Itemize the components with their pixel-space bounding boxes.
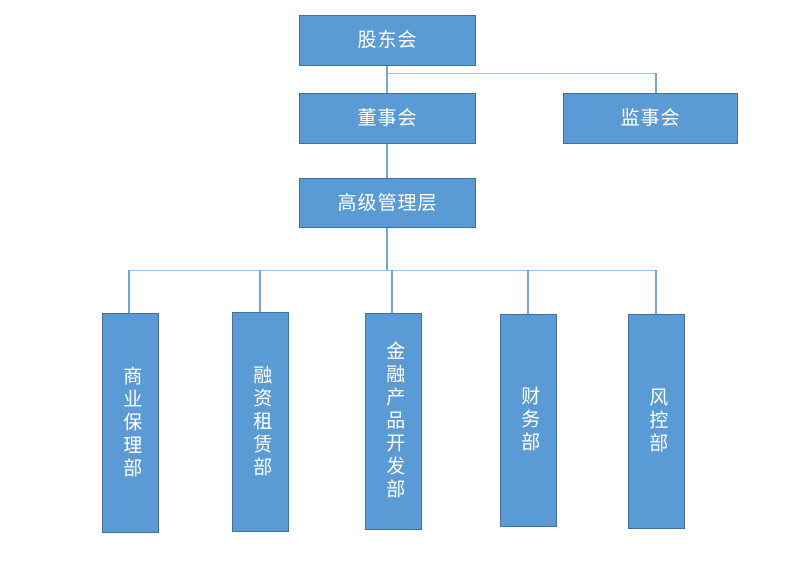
connector-to-finance xyxy=(527,270,529,314)
connector-directors-to-management xyxy=(386,144,388,178)
connector-management-stub xyxy=(386,228,388,270)
connector-to-financial-leasing xyxy=(259,270,261,312)
node-financial-leasing[interactable]: 融资租赁部 xyxy=(232,312,289,532)
connector-to-financial-product-development xyxy=(391,270,393,313)
node-commercial-factoring[interactable]: 商业保理部 xyxy=(102,313,159,533)
node-board-of-supervisors[interactable]: 监事会 xyxy=(563,93,738,144)
node-senior-management[interactable]: 高级管理层 xyxy=(299,178,476,228)
node-risk-control[interactable]: 风控部 xyxy=(628,314,685,529)
node-finance[interactable]: 财务部 xyxy=(500,314,557,527)
connector-level1-split-bar xyxy=(386,73,657,74)
node-board-of-directors[interactable]: 董事会 xyxy=(299,93,476,144)
connector-shareholders-stub xyxy=(386,66,388,74)
connector-to-commercial-factoring xyxy=(128,270,130,313)
connector-to-risk-control xyxy=(655,270,657,314)
node-financial-product-development[interactable]: 金融产品开发部 xyxy=(365,313,422,530)
connector-to-board-of-supervisors xyxy=(655,73,657,93)
node-shareholders[interactable]: 股东会 xyxy=(299,15,476,66)
connector-departments-distribution-bar xyxy=(128,270,658,271)
connector-to-board-of-directors xyxy=(386,73,388,93)
